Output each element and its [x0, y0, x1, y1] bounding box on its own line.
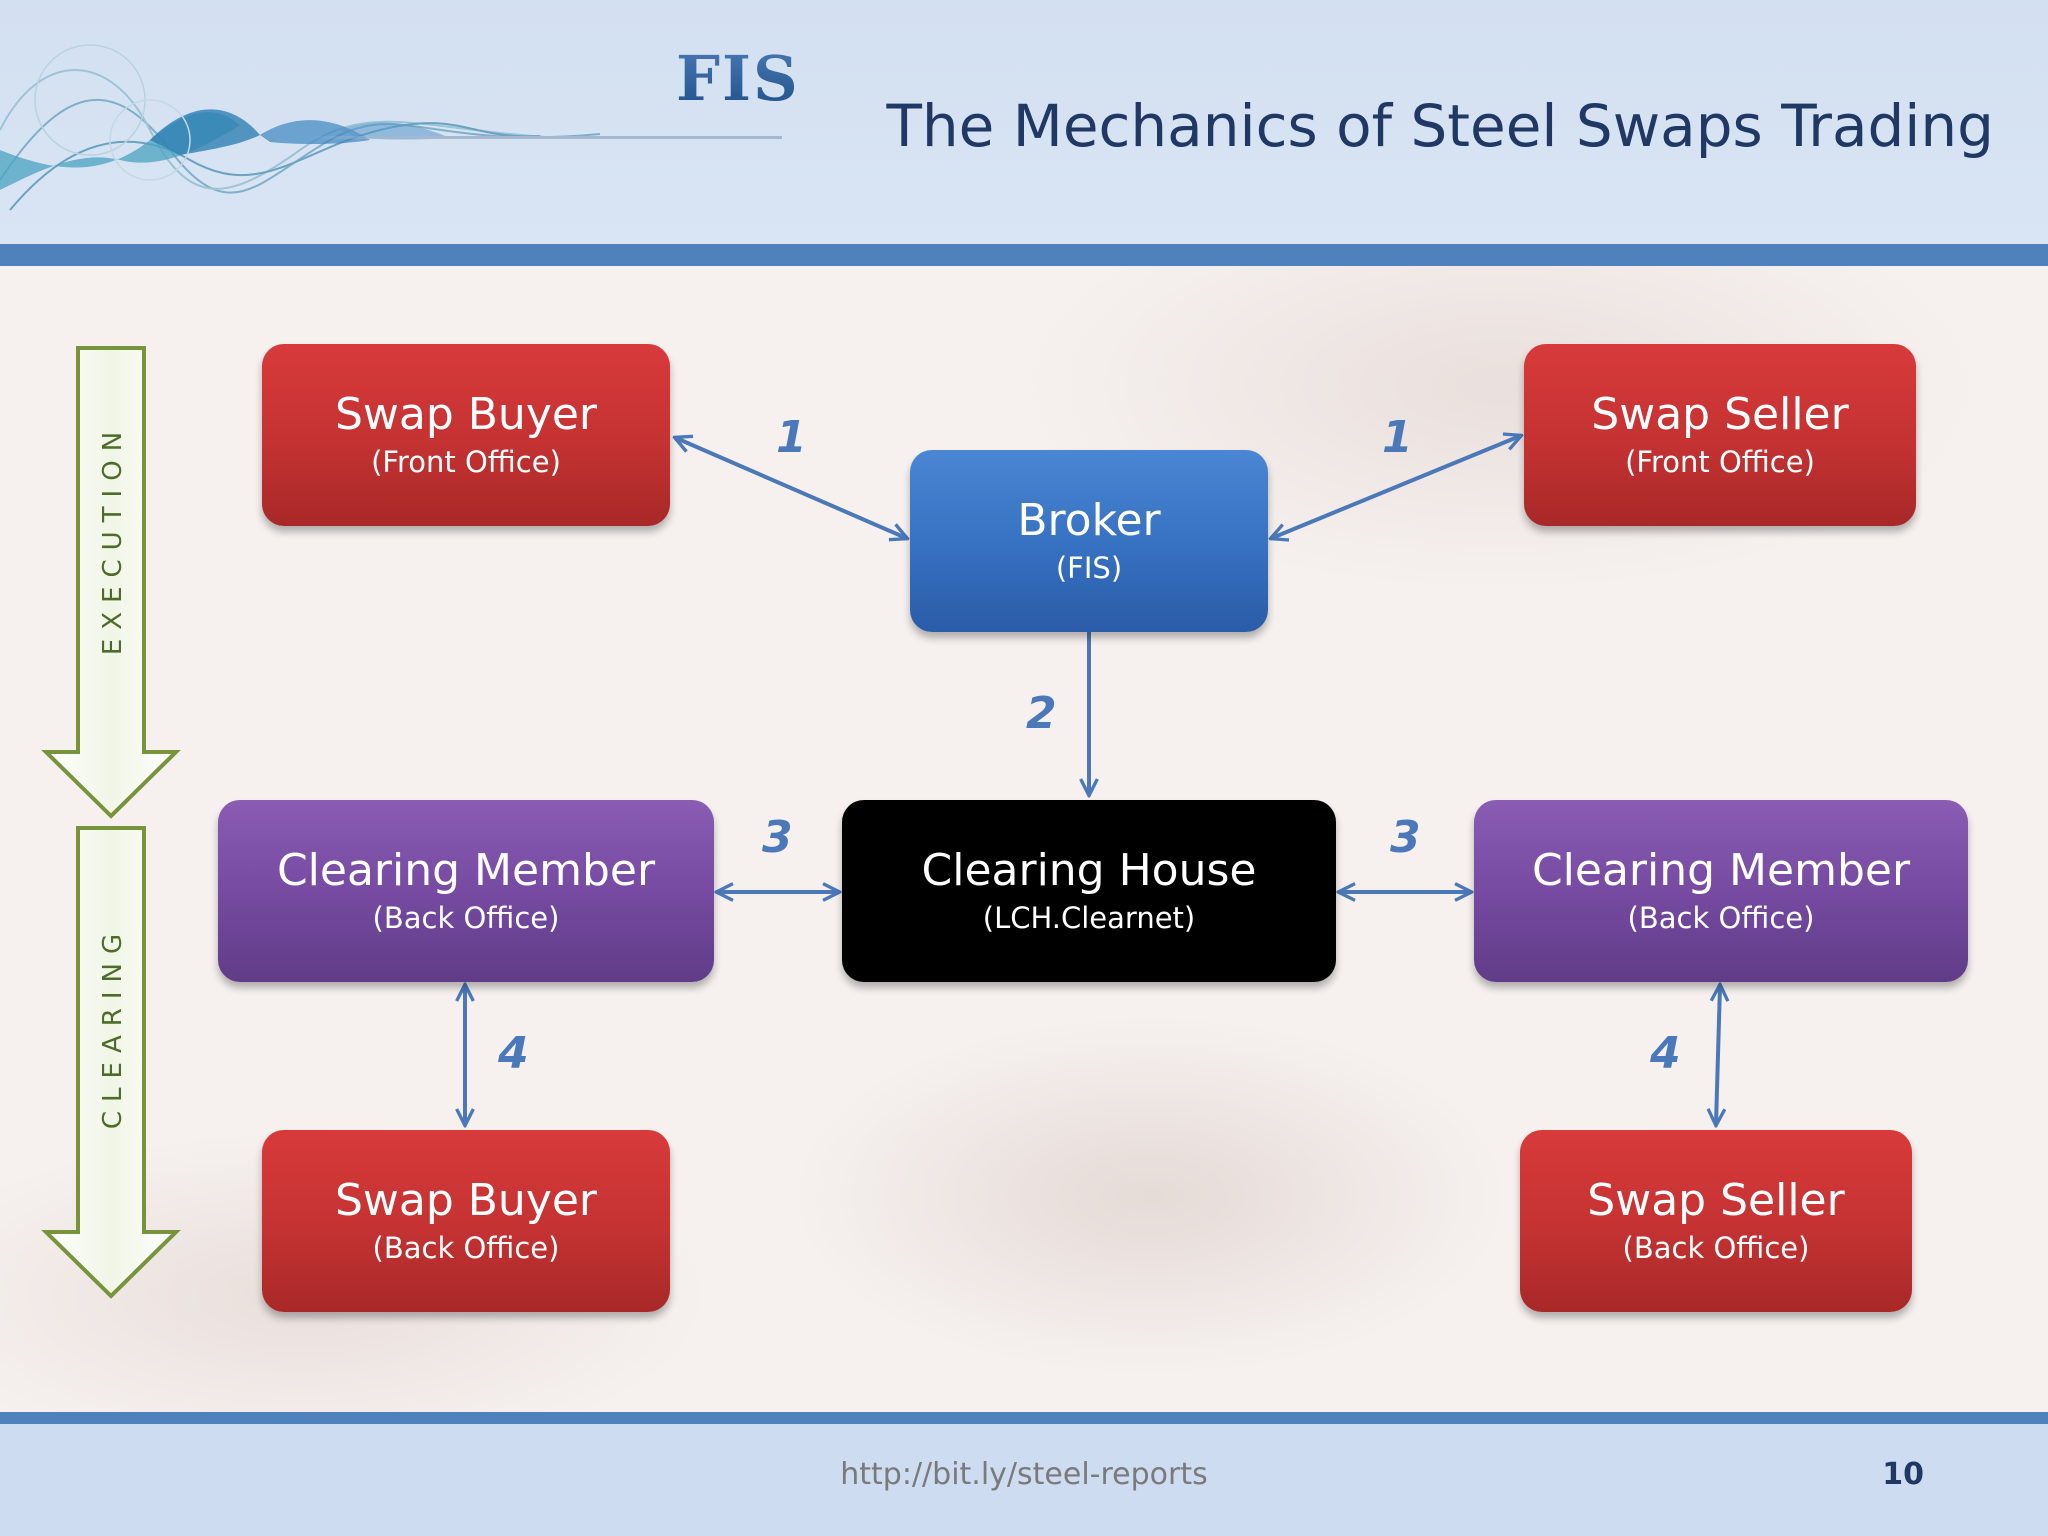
step-2: 2 [1026, 688, 1057, 739]
header-divider [0, 244, 2048, 266]
node-subtitle: (LCH.Clearnet) [982, 901, 1196, 935]
step-4-left: 4 [498, 1028, 529, 1079]
slide-header [0, 0, 2048, 244]
step-4-right: 4 [1650, 1028, 1681, 1079]
node-title: Clearing Member [1531, 845, 1911, 896]
slide-footer [0, 1424, 2048, 1536]
node-title: Clearing House [921, 845, 1257, 896]
step-1-right: 1 [1382, 412, 1413, 463]
node-subtitle: (Back Office) [372, 901, 560, 935]
node-subtitle: (FIS) [1055, 551, 1123, 585]
clearing-member-right: Clearing Member (Back Office) [1474, 800, 1968, 982]
node-subtitle: (Back Office) [1622, 1231, 1810, 1265]
swap-buyer-front-office: Swap Buyer (Front Office) [262, 344, 670, 526]
node-subtitle: (Back Office) [1627, 901, 1815, 935]
broker-node: Broker (FIS) [910, 450, 1268, 632]
node-subtitle: (Front Office) [1625, 445, 1815, 479]
swap-buyer-back-office: Swap Buyer (Back Office) [262, 1130, 670, 1312]
footer-divider [0, 1412, 2048, 1424]
page-title: The Mechanics of Steel Swaps Trading [886, 92, 1994, 160]
node-title: Broker [1017, 495, 1161, 546]
execution-phase-label: EXECUTION [98, 422, 128, 656]
page-number: 10 [1882, 1457, 1924, 1492]
logo-divider [300, 136, 782, 139]
clearing-phase-label: CLEARING [98, 924, 128, 1130]
wave-logo-icon [0, 44, 601, 211]
node-title: Swap Buyer [334, 1175, 598, 1226]
node-subtitle: (Front Office) [371, 445, 561, 479]
node-title: Clearing Member [276, 845, 656, 896]
node-subtitle: (Back Office) [372, 1231, 560, 1265]
node-title: Swap Seller [1591, 389, 1849, 440]
footer-link[interactable]: http://bit.ly/steel-reports [840, 1457, 1208, 1492]
swap-seller-front-office: Swap Seller (Front Office) [1524, 344, 1916, 526]
step-1-left: 1 [776, 412, 807, 463]
step-3-left: 3 [762, 812, 793, 863]
swap-seller-back-office: Swap Seller (Back Office) [1520, 1130, 1912, 1312]
clearing-house-node: Clearing House (LCH.Clearnet) [842, 800, 1336, 982]
fis-logo: FIS [676, 42, 800, 115]
node-title: Swap Seller [1587, 1175, 1845, 1226]
clearing-member-left: Clearing Member (Back Office) [218, 800, 714, 982]
node-title: Swap Buyer [334, 389, 598, 440]
step-3-right: 3 [1390, 812, 1421, 863]
